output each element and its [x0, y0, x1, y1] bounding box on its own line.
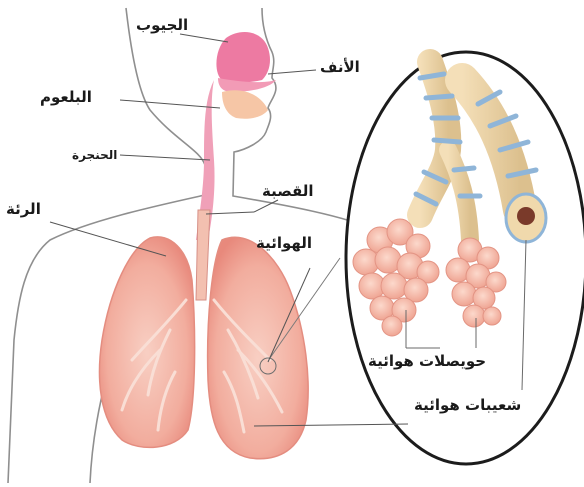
label-sinuses: الجيوب: [136, 16, 188, 34]
label-nose: الأنف: [320, 58, 360, 76]
label-larynx: الحنجرة: [72, 148, 117, 162]
label-pharynx: البلعوم: [40, 88, 92, 106]
left-lung: [99, 237, 194, 448]
label-bronchioles: شعيبات هوائية: [414, 396, 521, 414]
trachea: [196, 210, 210, 300]
label-trachea-line1: القصبة: [262, 182, 314, 200]
label-alveoli: حويصلات هوائية: [368, 352, 486, 370]
label-trachea-line2: الهوائية: [256, 234, 312, 252]
label-lung: الرئة: [6, 200, 41, 218]
